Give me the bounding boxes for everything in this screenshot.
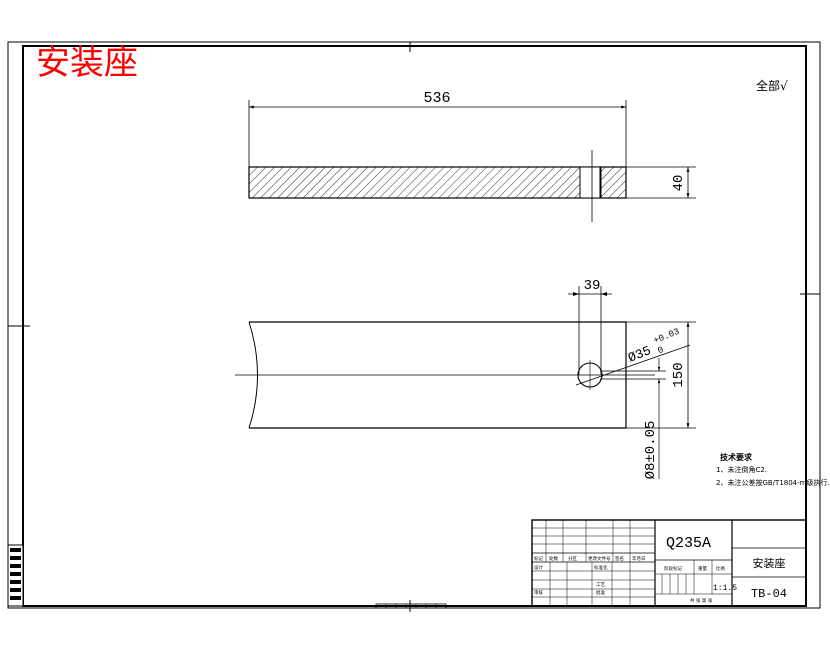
label-review: 审核 xyxy=(534,589,543,596)
label-date: 年月日 xyxy=(632,555,646,562)
tech-req-heading: 技术要求 xyxy=(720,452,753,462)
length-dimension: 536 xyxy=(248,90,627,167)
width-dimension: 150 xyxy=(626,321,696,429)
part-name-value: 安装座 xyxy=(753,556,786,570)
label-process: 工艺 xyxy=(596,582,605,588)
title-block-text: Q235A 安装座 TB-04 1:1.5 标记 处数 分区 更改文件号 签名 … xyxy=(534,535,787,604)
binding-strip xyxy=(7,544,24,607)
length-dimension-value: 536 xyxy=(423,90,450,107)
label-standardization: 标准化 xyxy=(594,564,608,571)
tech-req-item-1: 1、未注倒角C2. xyxy=(716,465,767,474)
outer-frame xyxy=(7,41,821,609)
drawing-number-value: TB-04 xyxy=(751,587,787,601)
title-stamp: 安装座 xyxy=(36,43,138,83)
hole-offset-dimension: 39 xyxy=(568,278,612,375)
label-sheet-info: 共 张 第 张 xyxy=(690,597,713,604)
scale-value: 1:1.5 xyxy=(713,584,737,593)
section-view xyxy=(248,150,627,222)
title-block xyxy=(531,519,807,607)
label-count: 处数 xyxy=(549,555,558,562)
bottom-scale-ruler xyxy=(375,603,447,609)
label-weight: 重量 xyxy=(698,565,707,572)
label-approve: 批准 xyxy=(596,589,605,596)
label-designer: 设计 xyxy=(534,564,543,571)
label-scale: 比例 xyxy=(716,565,725,572)
hole-offset-dimension-value: 39 xyxy=(584,278,601,294)
label-mark: 标记 xyxy=(534,555,543,562)
material-value: Q235A xyxy=(666,535,711,552)
pin-diameter-dimension: Ø8±0.05 xyxy=(600,358,666,479)
hole-diameter-value: Ø35 xyxy=(626,343,653,366)
label-stage-mark: 阶段标记 xyxy=(664,565,682,572)
tech-req-item-2: 2、未注公差按GB/T1804-m级执行. xyxy=(716,478,830,487)
plan-view xyxy=(235,321,655,429)
roughness-note: 全部√ xyxy=(756,78,788,93)
inner-frame xyxy=(22,45,807,607)
technical-requirements: 技术要求 1、未注倒角C2. 2、未注公差按GB/T1804-m级执行. xyxy=(716,452,830,487)
thickness-dimension: 40 xyxy=(626,166,696,199)
label-change-doc: 更改文件号 xyxy=(588,555,611,562)
thickness-dimension-value: 40 xyxy=(671,175,687,192)
label-zone: 分区 xyxy=(568,555,577,562)
width-dimension-value: 150 xyxy=(671,362,687,387)
hole-tolerance-upper: +0.03 xyxy=(652,327,681,346)
pin-diameter-value: Ø8±0.05 xyxy=(643,421,659,480)
label-signature: 签名 xyxy=(615,555,624,562)
hole-tolerance-lower: 0 xyxy=(656,345,665,356)
